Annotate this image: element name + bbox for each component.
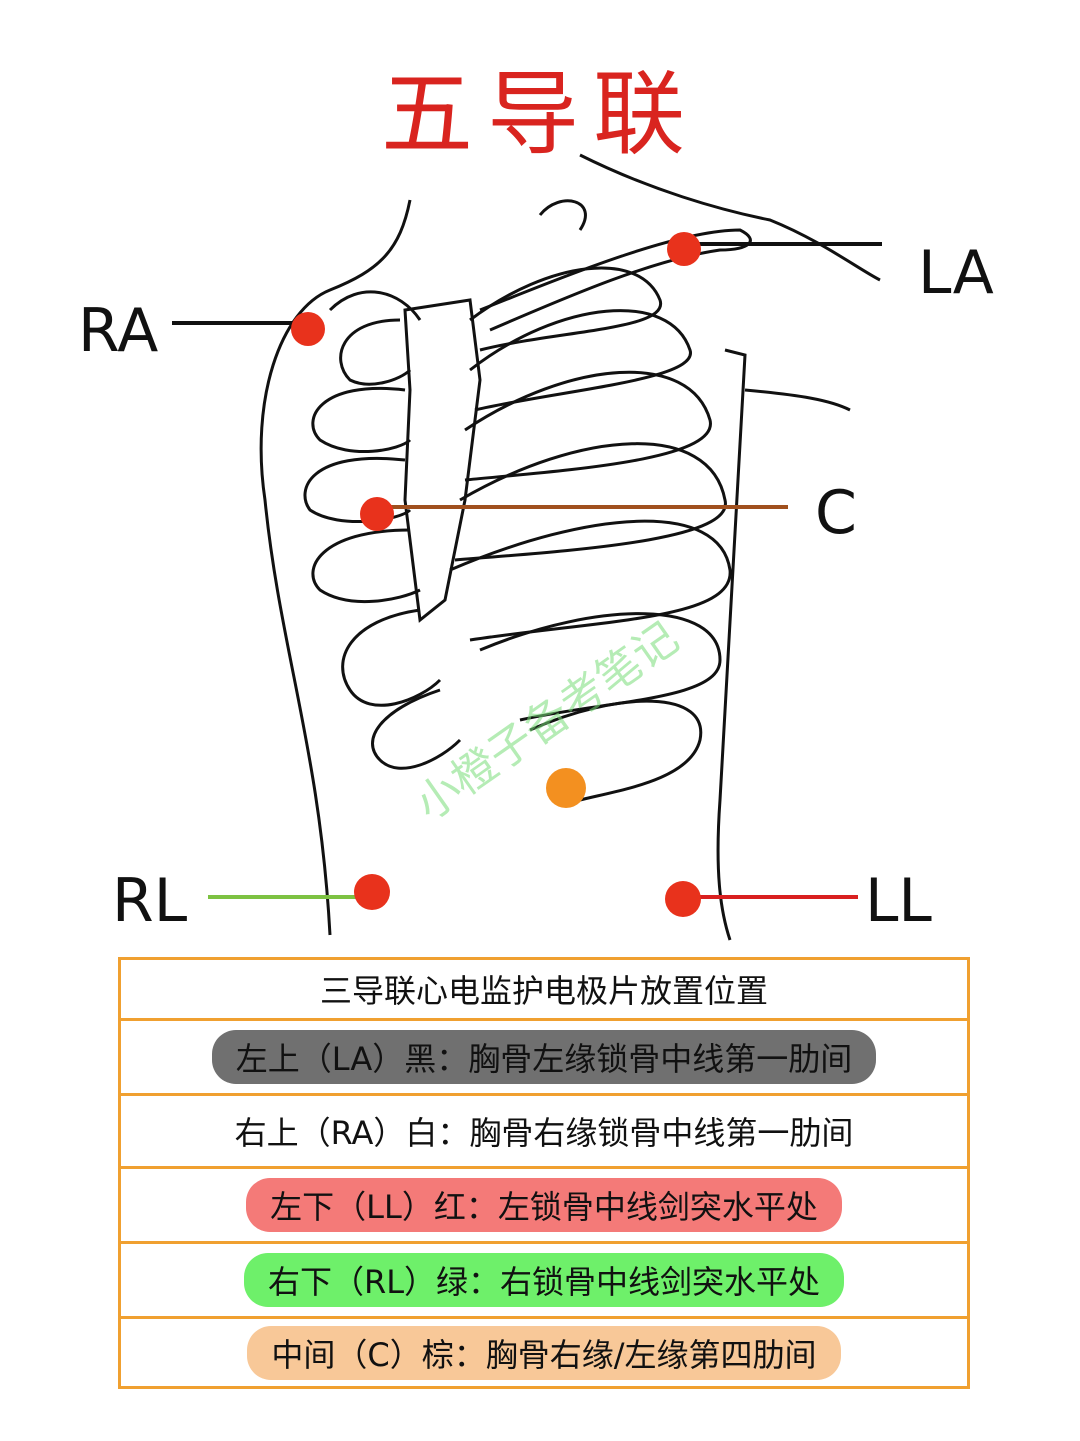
table-row: 右上（RA）白：胸骨右缘锁骨中线第一肋间: [121, 1096, 967, 1169]
label-la: LA: [918, 238, 994, 308]
row-la: 左上（LA）黑：胸骨左缘锁骨中线第一肋间: [211, 1030, 877, 1084]
table-row: 左下（LL）红：左锁骨中线剑突水平处: [121, 1169, 967, 1244]
ra-electrode: [291, 312, 325, 346]
orange-icon: [546, 768, 586, 808]
row-rl: 右下（RL）绿：右锁骨中线剑突水平处: [243, 1253, 845, 1307]
row-ll: 左下（LL）红：左锁骨中线剑突水平处: [246, 1178, 842, 1232]
table-header: 三导联心电监护电极片放置位置: [121, 960, 967, 1021]
rl-electrode: [354, 874, 390, 910]
ribs: [303, 266, 732, 802]
table-header-text: 三导联心电监护电极片放置位置: [319, 972, 768, 1010]
label-ra: RA: [78, 296, 159, 366]
placement-table: 三导联心电监护电极片放置位置 左上（LA）黑：胸骨左缘锁骨中线第一肋间 右上（R…: [118, 957, 970, 1389]
table-row: 左上（LA）黑：胸骨左缘锁骨中线第一肋间: [121, 1021, 967, 1096]
ll-electrode: [665, 881, 701, 917]
table-row: 中间（C）棕：胸骨右缘/左缘第四肋间: [121, 1319, 967, 1386]
ribcage-illustration: [172, 153, 882, 941]
row-c: 中间（C）棕：胸骨右缘/左缘第四肋间: [247, 1325, 841, 1380]
label-c: C: [815, 478, 857, 548]
label-rl: RL: [112, 866, 188, 936]
la-electrode: [667, 232, 701, 266]
row-ra: 右上（RA）白：胸骨右缘锁骨中线第一肋间: [210, 1104, 878, 1158]
table-row: 右下（RL）绿：右锁骨中线剑突水平处: [121, 1244, 967, 1319]
sternum: [403, 298, 482, 623]
c-electrode: [360, 497, 394, 531]
page-title: 五导联: [380, 61, 699, 168]
torso-outline: [259, 153, 881, 941]
label-ll: LL: [865, 866, 932, 936]
